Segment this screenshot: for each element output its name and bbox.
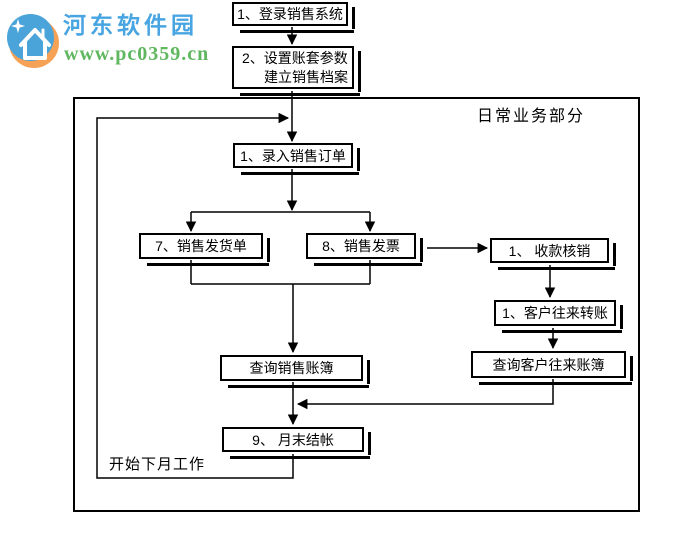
flow-node-invoice-label: 8、销售发票 [322,238,400,254]
flow-node-enter-sales-order: 1、录入销售订单 [233,143,360,175]
site-logo-icon [7,14,59,68]
flow-node-setup-label-line1: 2、设置账套参数 [242,49,348,66]
start-next-month-label: 开始下月工作 [109,456,206,473]
flow-node-login-sales-system: 1、登录销售系统 [232,2,355,33]
flow-node-customer-transfer: 1、客户往来转账 [494,300,623,333]
edge-monthend-loopback [96,112,294,479]
flow-node-query-sales-label: 查询销售账簿 [249,360,334,376]
edge-querycustomer-to-mainline [296,379,554,410]
flow-node-setup-parameters: 2、设置账套参数 建立销售档案 [232,46,361,96]
flow-node-month-end-label: 9、 月末结帐 [252,431,334,448]
flow-node-transfer-label: 1、客户往来转账 [502,305,608,321]
flow-node-sales-delivery-note: 7、销售发货单 [139,233,270,266]
flow-node-login-label: 1、登录销售系统 [237,6,343,22]
site-name: 河东软件园 [63,12,198,38]
site-url: www.pc0359.cn [64,43,210,65]
flow-node-receipt-verification: 1、 收款核销 [490,238,616,270]
flow-node-receipt-label: 1、 收款核销 [508,242,591,259]
flow-node-delivery-label: 7、销售发货单 [155,238,247,254]
flow-node-order-label: 1、录入销售订单 [240,147,346,164]
flow-node-query-sales-ledger: 查询销售账簿 [220,355,370,388]
site-watermark: 河东软件园 www.pc0359.cn [6,12,226,76]
flow-node-query-customer-ledger: 查询客户往来账簿 [471,351,633,385]
daily-business-region-border [73,97,640,512]
flow-node-setup-label-line2: 建立销售档案 [264,68,348,85]
flow-node-query-customer-label: 查询客户往来账簿 [492,356,605,373]
flow-node-month-end-closing: 9、 月末结帐 [222,427,371,459]
daily-business-region-label: 日常业务部分 [477,108,586,125]
flow-node-sales-invoice: 8、销售发票 [306,233,423,266]
